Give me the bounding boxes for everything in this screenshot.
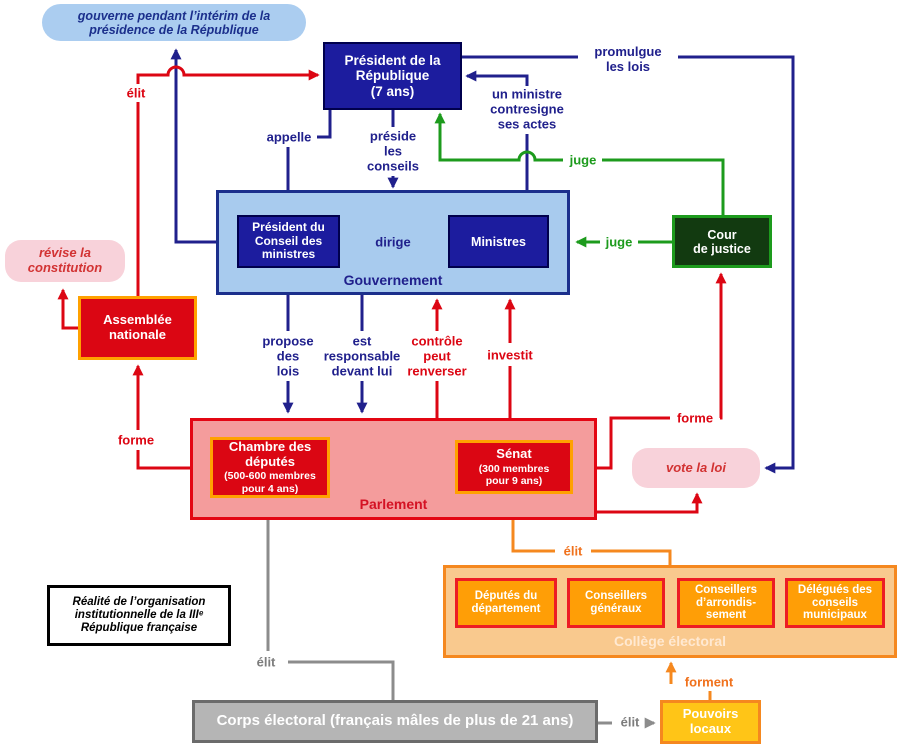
edge-label-dirige: dirige (375, 234, 411, 250)
arrow-elit-chambre (268, 503, 395, 700)
node-senat-name: Sénat (496, 446, 532, 462)
arrow-juge-president (440, 114, 725, 215)
node-president-republique-label: Président de la République (7 ans) (344, 53, 441, 99)
edge-label-elit-chambre: élit (256, 654, 276, 670)
panel-college-label: Collège électoral (613, 633, 727, 650)
node-deputes-departement: Députés du département (455, 578, 557, 628)
arrow-forme-cour (597, 274, 721, 470)
arrow-forme-assemblee (138, 366, 190, 470)
edge-label-juge-ministres: juge (605, 234, 633, 250)
panel-gouvernement-label: Gouvernement (343, 272, 443, 289)
bubble-interim-label: gouverne pendant l’intérim de la préside… (77, 8, 271, 37)
green-wires (440, 114, 725, 242)
node-president-conseil: Président du Conseil des ministres (237, 215, 340, 268)
node-conseillers-arrondissement-label: Conseillers d’arrondis- sement (695, 583, 757, 622)
edge-label-investit: investit (487, 347, 533, 363)
node-senat-detail: (300 membres pour 9 ans) (478, 462, 550, 487)
arrow-elit-assemblee (136, 67, 318, 296)
node-ministres: Ministres (448, 215, 549, 268)
bubble-revise-constitution: révise la constitution (5, 240, 125, 282)
node-president-conseil-label: Président du Conseil des ministres (252, 220, 325, 262)
node-delegues-municipaux: Délégués des conseils municipaux (785, 578, 885, 628)
edge-label-juge-president: juge (569, 152, 597, 168)
node-delegues-municipaux-label: Délégués des conseils municipaux (797, 583, 873, 622)
edge-label-elit-pouvoirs: élit (620, 714, 640, 730)
node-conseillers-generaux-label: Conseillers généraux (585, 590, 647, 615)
arrow-vote (597, 492, 703, 514)
panel-parlement-label: Parlement (359, 496, 428, 513)
edge-label-forme-assemblee: forme (117, 432, 155, 448)
edge-label-appelle: appelle (266, 129, 312, 145)
edge-label-forment: forment (684, 674, 734, 690)
edge-label-propose: propose des lois (262, 333, 314, 379)
edge-label-preside: préside les conseils (366, 128, 420, 174)
edge-label-elit-assemblee: élit (126, 85, 146, 101)
node-chambre-deputes: Chambre des députés (500-600 membres pou… (210, 437, 330, 498)
node-assemblee-label: Assemblée nationale (103, 312, 172, 342)
node-conseillers-arrondissement: Conseillers d’arrondis- sement (677, 578, 775, 628)
node-chambre-name: Chambre des députés (228, 439, 312, 469)
edge-label-contresigne: un ministre contresigne ses actes (490, 86, 564, 132)
node-conseillers-generaux: Conseillers généraux (567, 578, 665, 628)
node-deputes-departement-label: Députés du département (471, 590, 541, 615)
arrow-contresigne (467, 76, 529, 190)
arrow-promulgue (678, 55, 795, 474)
bubble-vote-label: vote la loi (666, 459, 726, 475)
note-text: Réalité de l’organisation institutionnel… (72, 596, 206, 634)
node-pouvoirs-locaux: Pouvoirs locaux (660, 700, 761, 744)
note-box: Réalité de l’organisation institutionnel… (47, 585, 231, 646)
arrow-revise (57, 288, 78, 330)
edge-label-forme-cour: forme (676, 410, 714, 426)
edge-label-elit-senat: élit (563, 543, 583, 559)
node-pouvoirs-locaux-label: Pouvoirs locaux (682, 706, 739, 736)
gray-wires (268, 503, 654, 723)
red-wires (57, 67, 721, 514)
edge-label-controle: contrôle peut renverser (407, 333, 467, 379)
node-corps-electoral: Corps électoral (français mâles de plus … (192, 700, 598, 743)
arrow-appelle-stub (317, 110, 332, 139)
edge-label-promulgue: promulgue les lois (594, 43, 662, 74)
node-president-republique: Président de la République (7 ans) (323, 42, 462, 110)
bubble-interim: gouverne pendant l’intérim de la préside… (42, 4, 306, 41)
node-chambre-detail: (500-600 membres pour 4 ans) (224, 470, 316, 495)
node-corps-electoral-label: Corps électoral (français mâles de plus … (216, 712, 574, 730)
edge-label-responsable: est responsable devant lui (323, 333, 401, 379)
node-cour-de-justice: Cour de justice (672, 215, 772, 268)
node-ministres-label: Ministres (471, 234, 526, 249)
bubble-vote-la-loi: vote la loi (632, 448, 760, 488)
node-cour-de-justice-label: Cour de justice (693, 227, 751, 256)
node-assemblee-nationale: Assemblée nationale (78, 296, 197, 360)
bubble-revise-label: révise la constitution (27, 245, 103, 275)
node-senat: Sénat (300 membres pour 9 ans) (455, 440, 573, 494)
